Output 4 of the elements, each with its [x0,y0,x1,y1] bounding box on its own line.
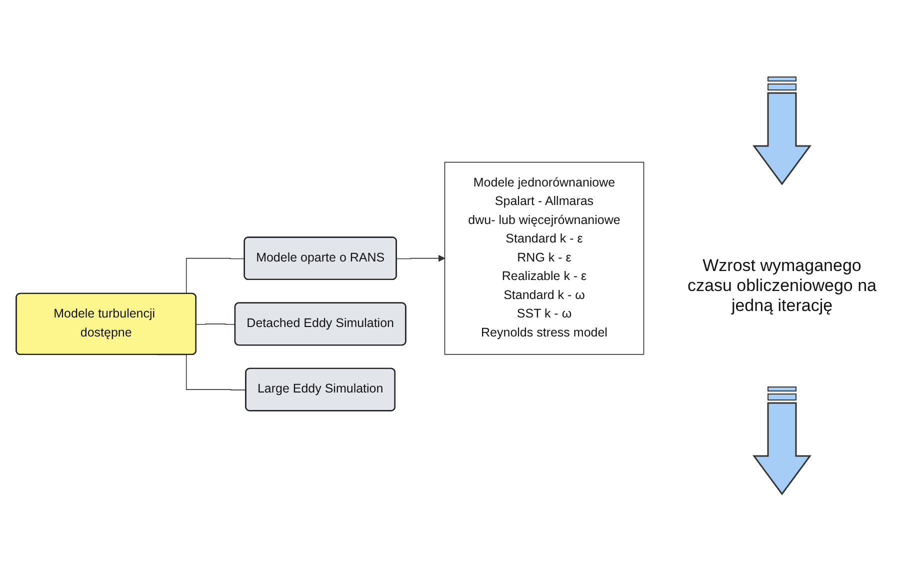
note-text: Wzrost wymaganego czasu obliczeniowego na jedną iterację [686,256,878,316]
connector [196,323,236,324]
arrow [396,254,446,262]
node-box: Modele jednorównaniowe Spalart - Allmaras dwu- lub więcejrównaniowe Standard k - ε RNG k - ε Realizable k - ε Standard k - ω SST k - ω Reynolds stress model [444,161,644,354]
